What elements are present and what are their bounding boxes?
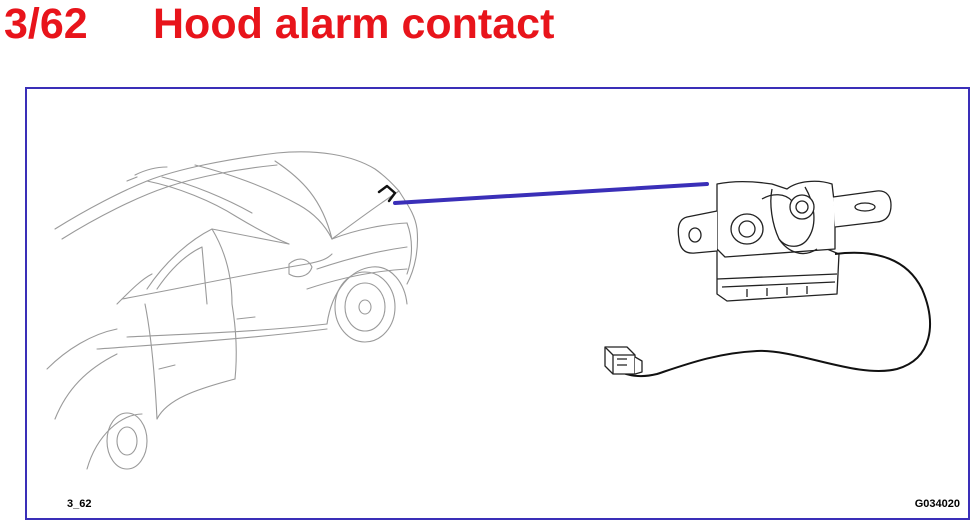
connector-plug-icon: [604, 346, 643, 375]
diagram-illustration: [46, 151, 931, 470]
hood-latch-icon: [677, 180, 892, 302]
cable-wire: [616, 251, 931, 378]
figure-reference-left: 3_62: [67, 498, 92, 510]
leader-line: [393, 182, 709, 205]
page-number: 3/62: [4, 0, 88, 48]
page-header: 3/62 Hood alarm contact: [0, 0, 978, 52]
page-title: Hood alarm contact: [153, 0, 555, 48]
figure-reference-right: G034020: [914, 498, 960, 510]
figure-frame: 3_62 G034020: [25, 87, 970, 520]
car-outline-icon: [46, 151, 419, 470]
